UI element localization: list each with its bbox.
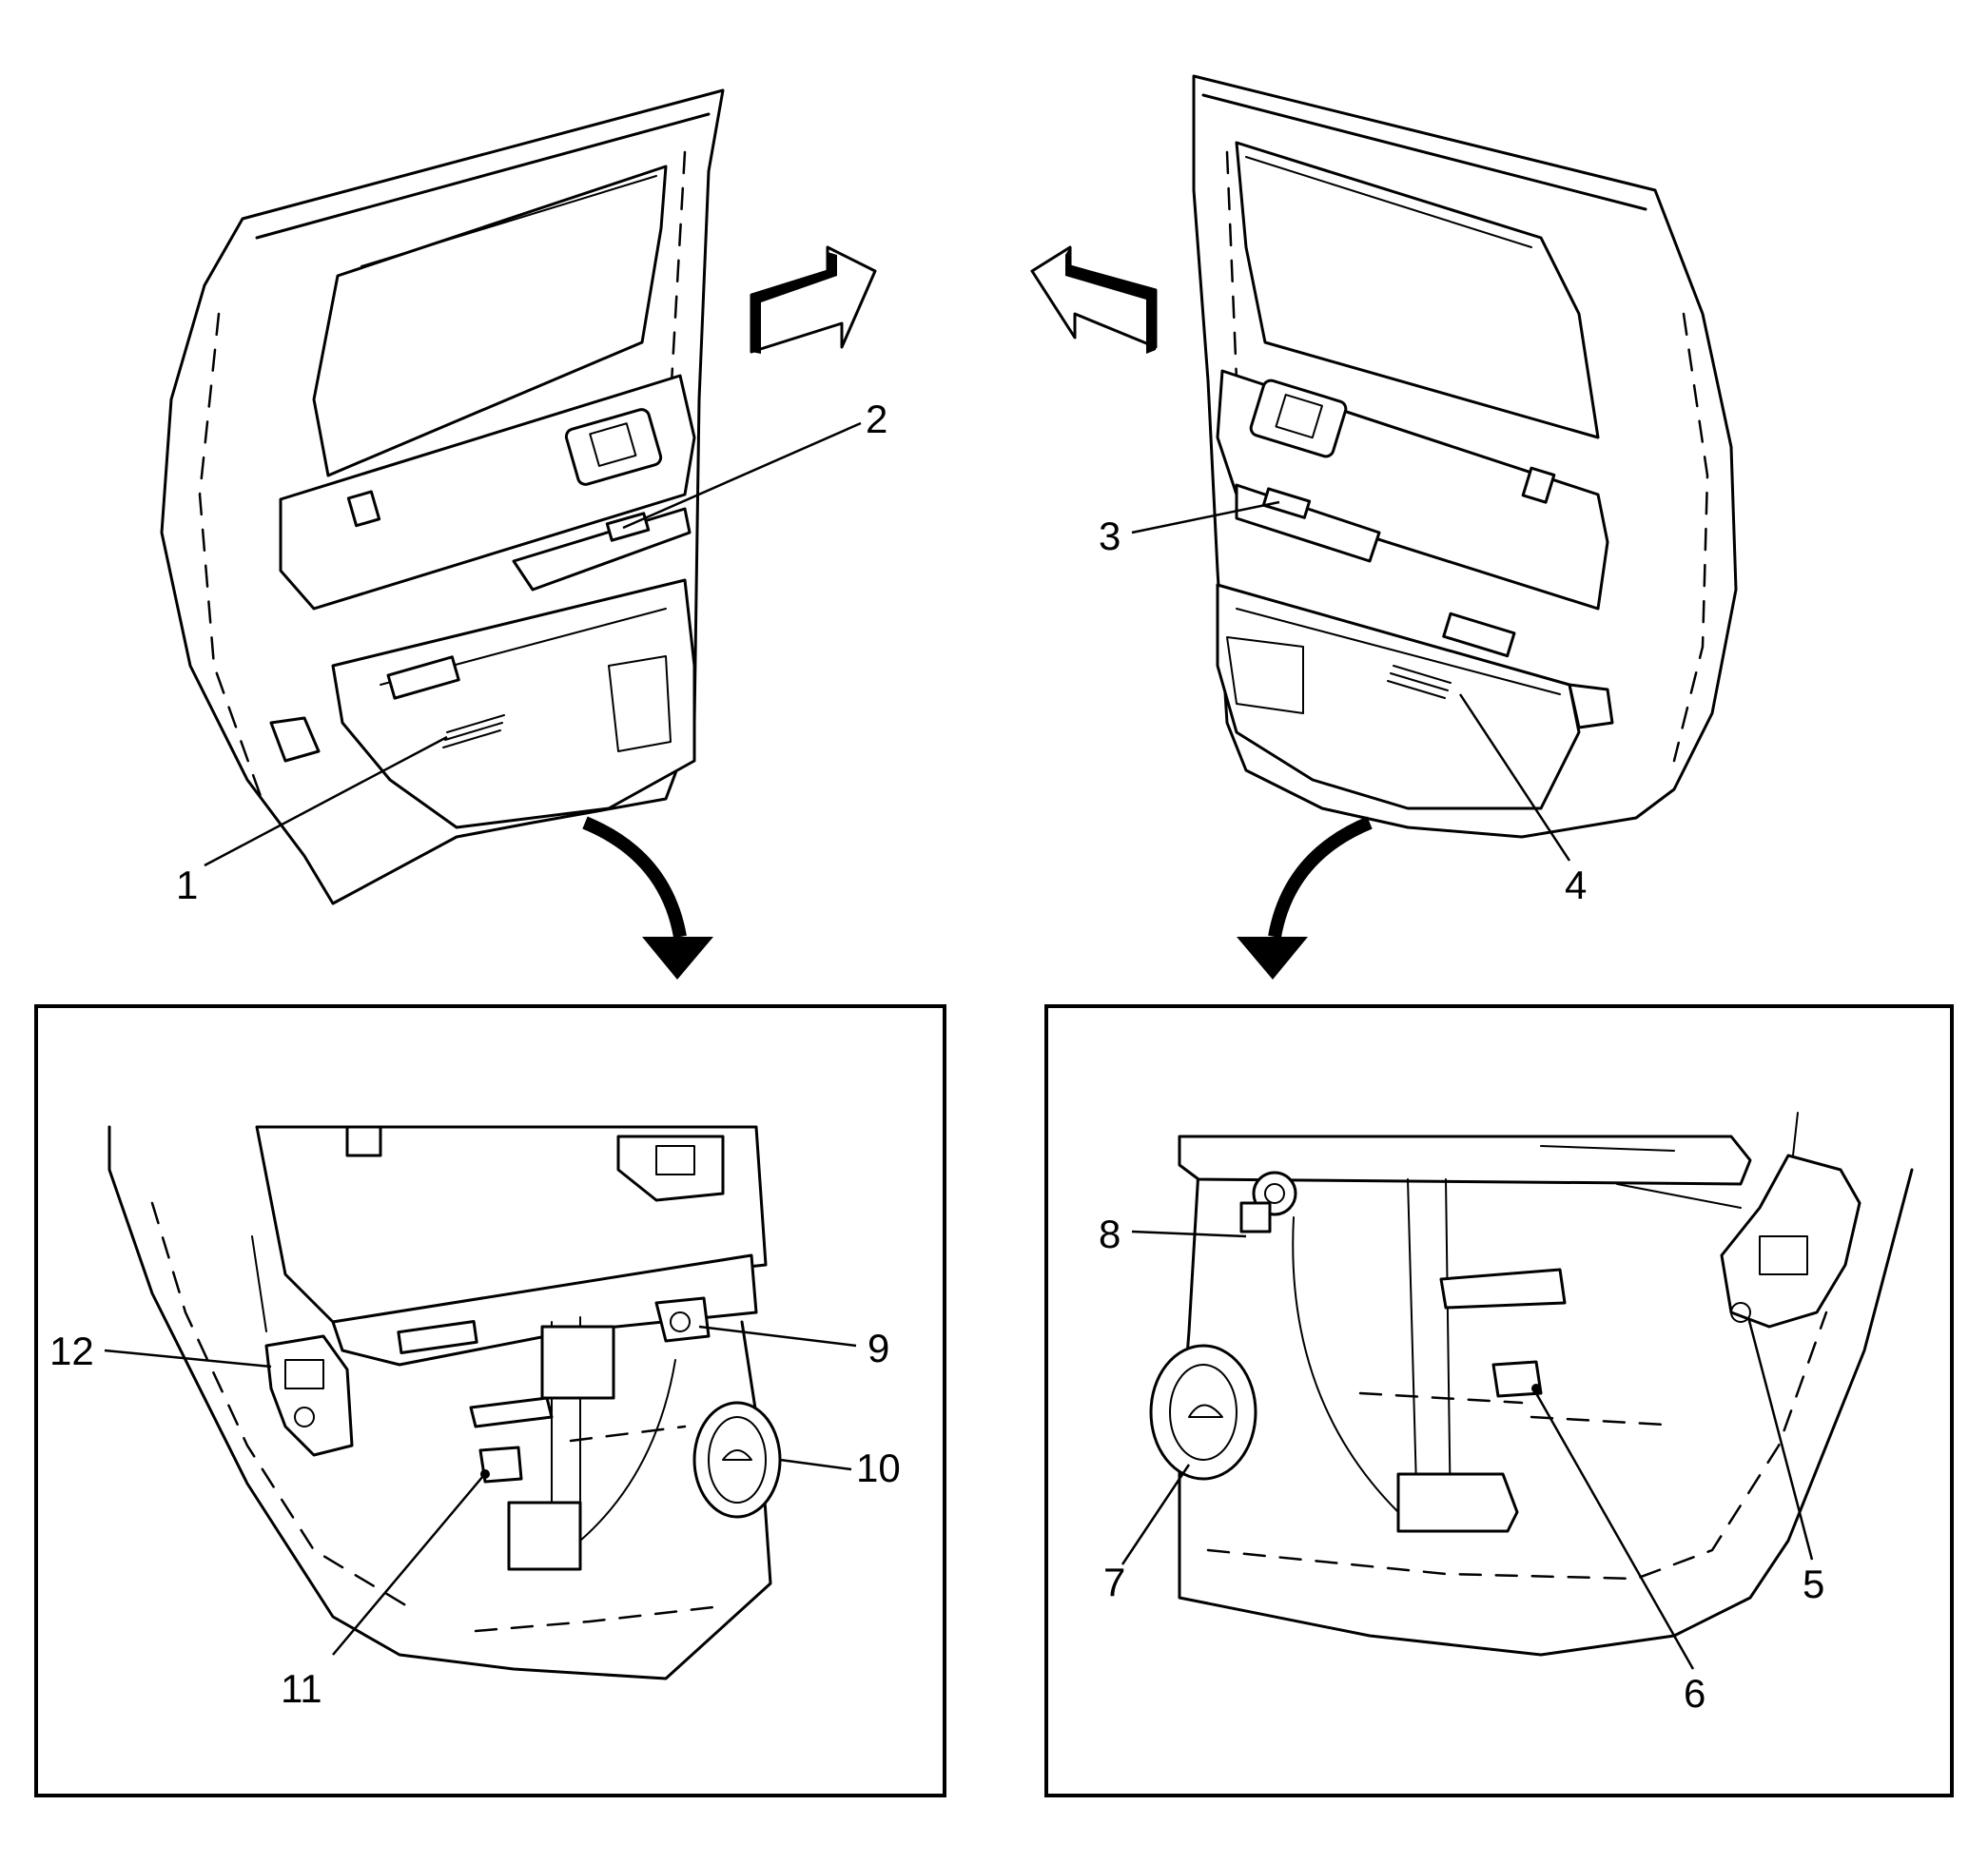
leader-2 — [622, 421, 862, 530]
leader-7 — [1121, 1464, 1191, 1565]
right-detail-illustration — [1149, 1112, 1914, 1657]
leader-6 — [1534, 1392, 1695, 1670]
callout-10: 10 — [856, 1446, 901, 1490]
leader-12 — [104, 1349, 272, 1369]
left-detail-panel — [34, 1004, 946, 1797]
view-direction-arrow-right-icon — [750, 245, 877, 354]
leader-9 — [698, 1325, 857, 1348]
callout-12: 12 — [49, 1329, 94, 1373]
left-rear-door-illustration — [160, 88, 725, 905]
callout-9: 9 — [867, 1326, 889, 1370]
callout-11: 11 — [281, 1666, 322, 1711]
leader-lines — [104, 421, 1814, 1670]
leader-10 — [779, 1458, 852, 1471]
leader-11 — [332, 1475, 484, 1656]
leader-3 — [1131, 500, 1280, 534]
zoom-arrow-left-icon — [582, 816, 713, 980]
callout-1: 1 — [176, 863, 198, 907]
callout-3: 3 — [1099, 514, 1121, 558]
callout-4: 4 — [1565, 863, 1587, 907]
callout-6: 6 — [1684, 1671, 1705, 1716]
leader-8 — [1131, 1230, 1247, 1238]
callout-5: 5 — [1803, 1562, 1824, 1606]
right-rear-door-illustration — [1192, 74, 1738, 839]
view-direction-arrow-left-icon — [1030, 245, 1158, 354]
leader-4 — [1458, 693, 1571, 862]
zoom-arrow-right-icon — [1237, 816, 1373, 980]
leader-5 — [1746, 1316, 1814, 1561]
callout-8: 8 — [1099, 1212, 1121, 1256]
callout-2: 2 — [866, 397, 887, 441]
left-detail-illustration — [107, 1125, 782, 1680]
callout-labels: 1 2 3 4 5 6 7 8 9 10 11 12 — [49, 397, 1824, 1716]
leader-1 — [204, 735, 448, 867]
callout-7: 7 — [1103, 1560, 1125, 1604]
